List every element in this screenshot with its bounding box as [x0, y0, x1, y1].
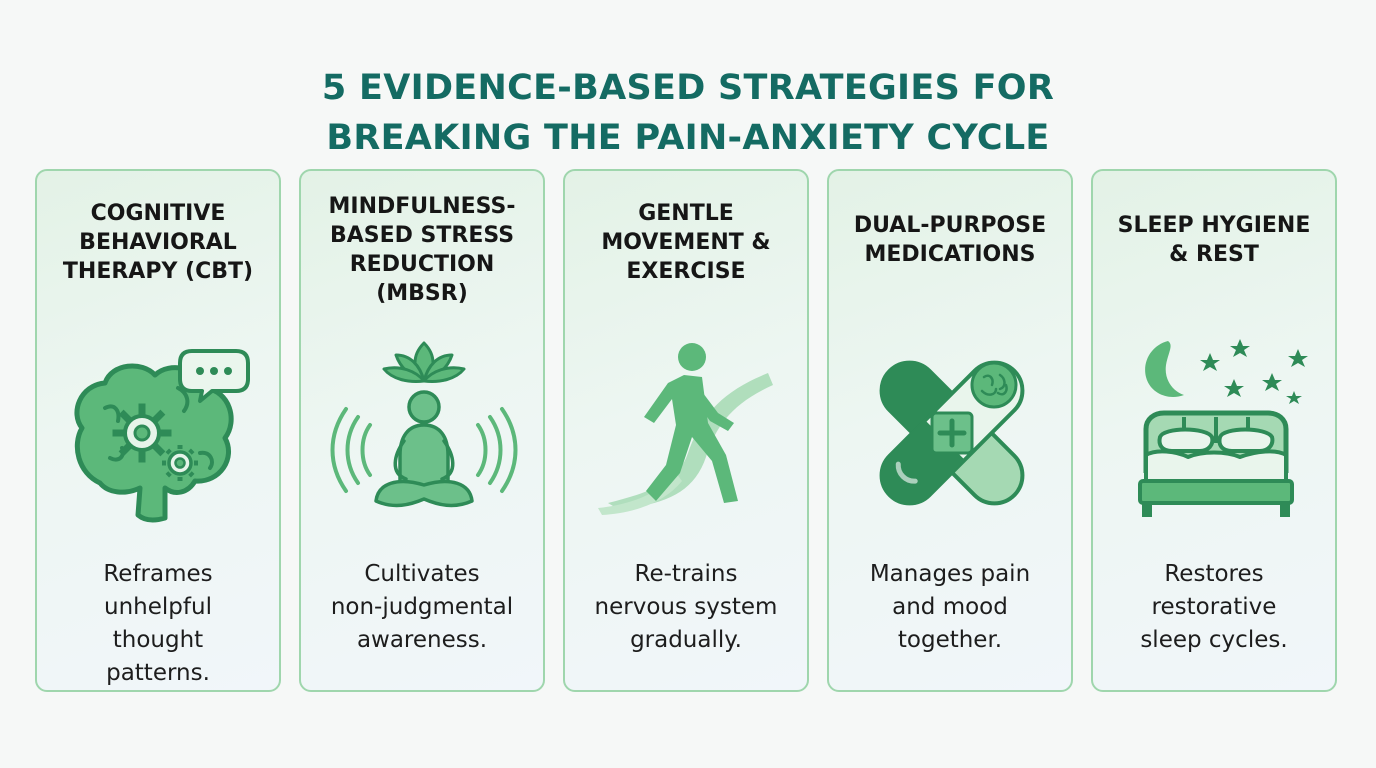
card-description: Restores restorative sleep cycles.: [1140, 561, 1288, 653]
card-title: COGNITIVE BEHAVIORAL THERAPY (CBT): [62, 201, 254, 284]
card-description: Reframes unhelpful thought patterns.: [103, 561, 213, 686]
title-line-2: BREAKING THE PAIN-ANXIETY CYCLE: [326, 118, 1050, 159]
strategy-card-movement: GENTLE MOVEMENT & EXERCISE Re-trains ner…: [563, 169, 809, 692]
strategy-card-mbsr: MINDFULNESS- BASED STRESS REDUCTION (MBS…: [299, 169, 545, 692]
card-description: Cultivates non-judgmental awareness.: [330, 561, 514, 653]
strategy-card-sleep: SLEEP HYGIENE & REST: [1091, 169, 1337, 692]
strategy-card-medications: DUAL-PURPOSE MEDICATIONS: [827, 169, 1073, 692]
crossed-capsules-icon: [879, 360, 1025, 506]
card-title: MINDFULNESS- BASED STRESS REDUCTION (MBS…: [328, 194, 516, 306]
page-title: 5 EVIDENCE-BASED STRATEGIES FOR BREAKING…: [0, 63, 1376, 163]
strategy-card-cbt: COGNITIVE BEHAVIORAL THERAPY (CBT): [35, 169, 281, 692]
card-description: Re-trains nervous system gradually.: [594, 561, 778, 653]
walking-person-path-icon: [598, 343, 773, 515]
card-description: Manages pain and mood together.: [869, 561, 1031, 653]
card-title: DUAL-PURPOSE MEDICATIONS: [853, 213, 1047, 267]
card-title: SLEEP HYGIENE & REST: [1117, 213, 1311, 267]
meditating-lotus-icon: [330, 341, 518, 508]
card-title: GENTLE MOVEMENT & EXERCISE: [601, 201, 771, 284]
bed-moon-stars-icon: [1138, 339, 1308, 517]
brain-gears-speech-icon: [74, 349, 250, 523]
title-line-1: 5 EVIDENCE-BASED STRATEGIES FOR: [321, 68, 1055, 109]
